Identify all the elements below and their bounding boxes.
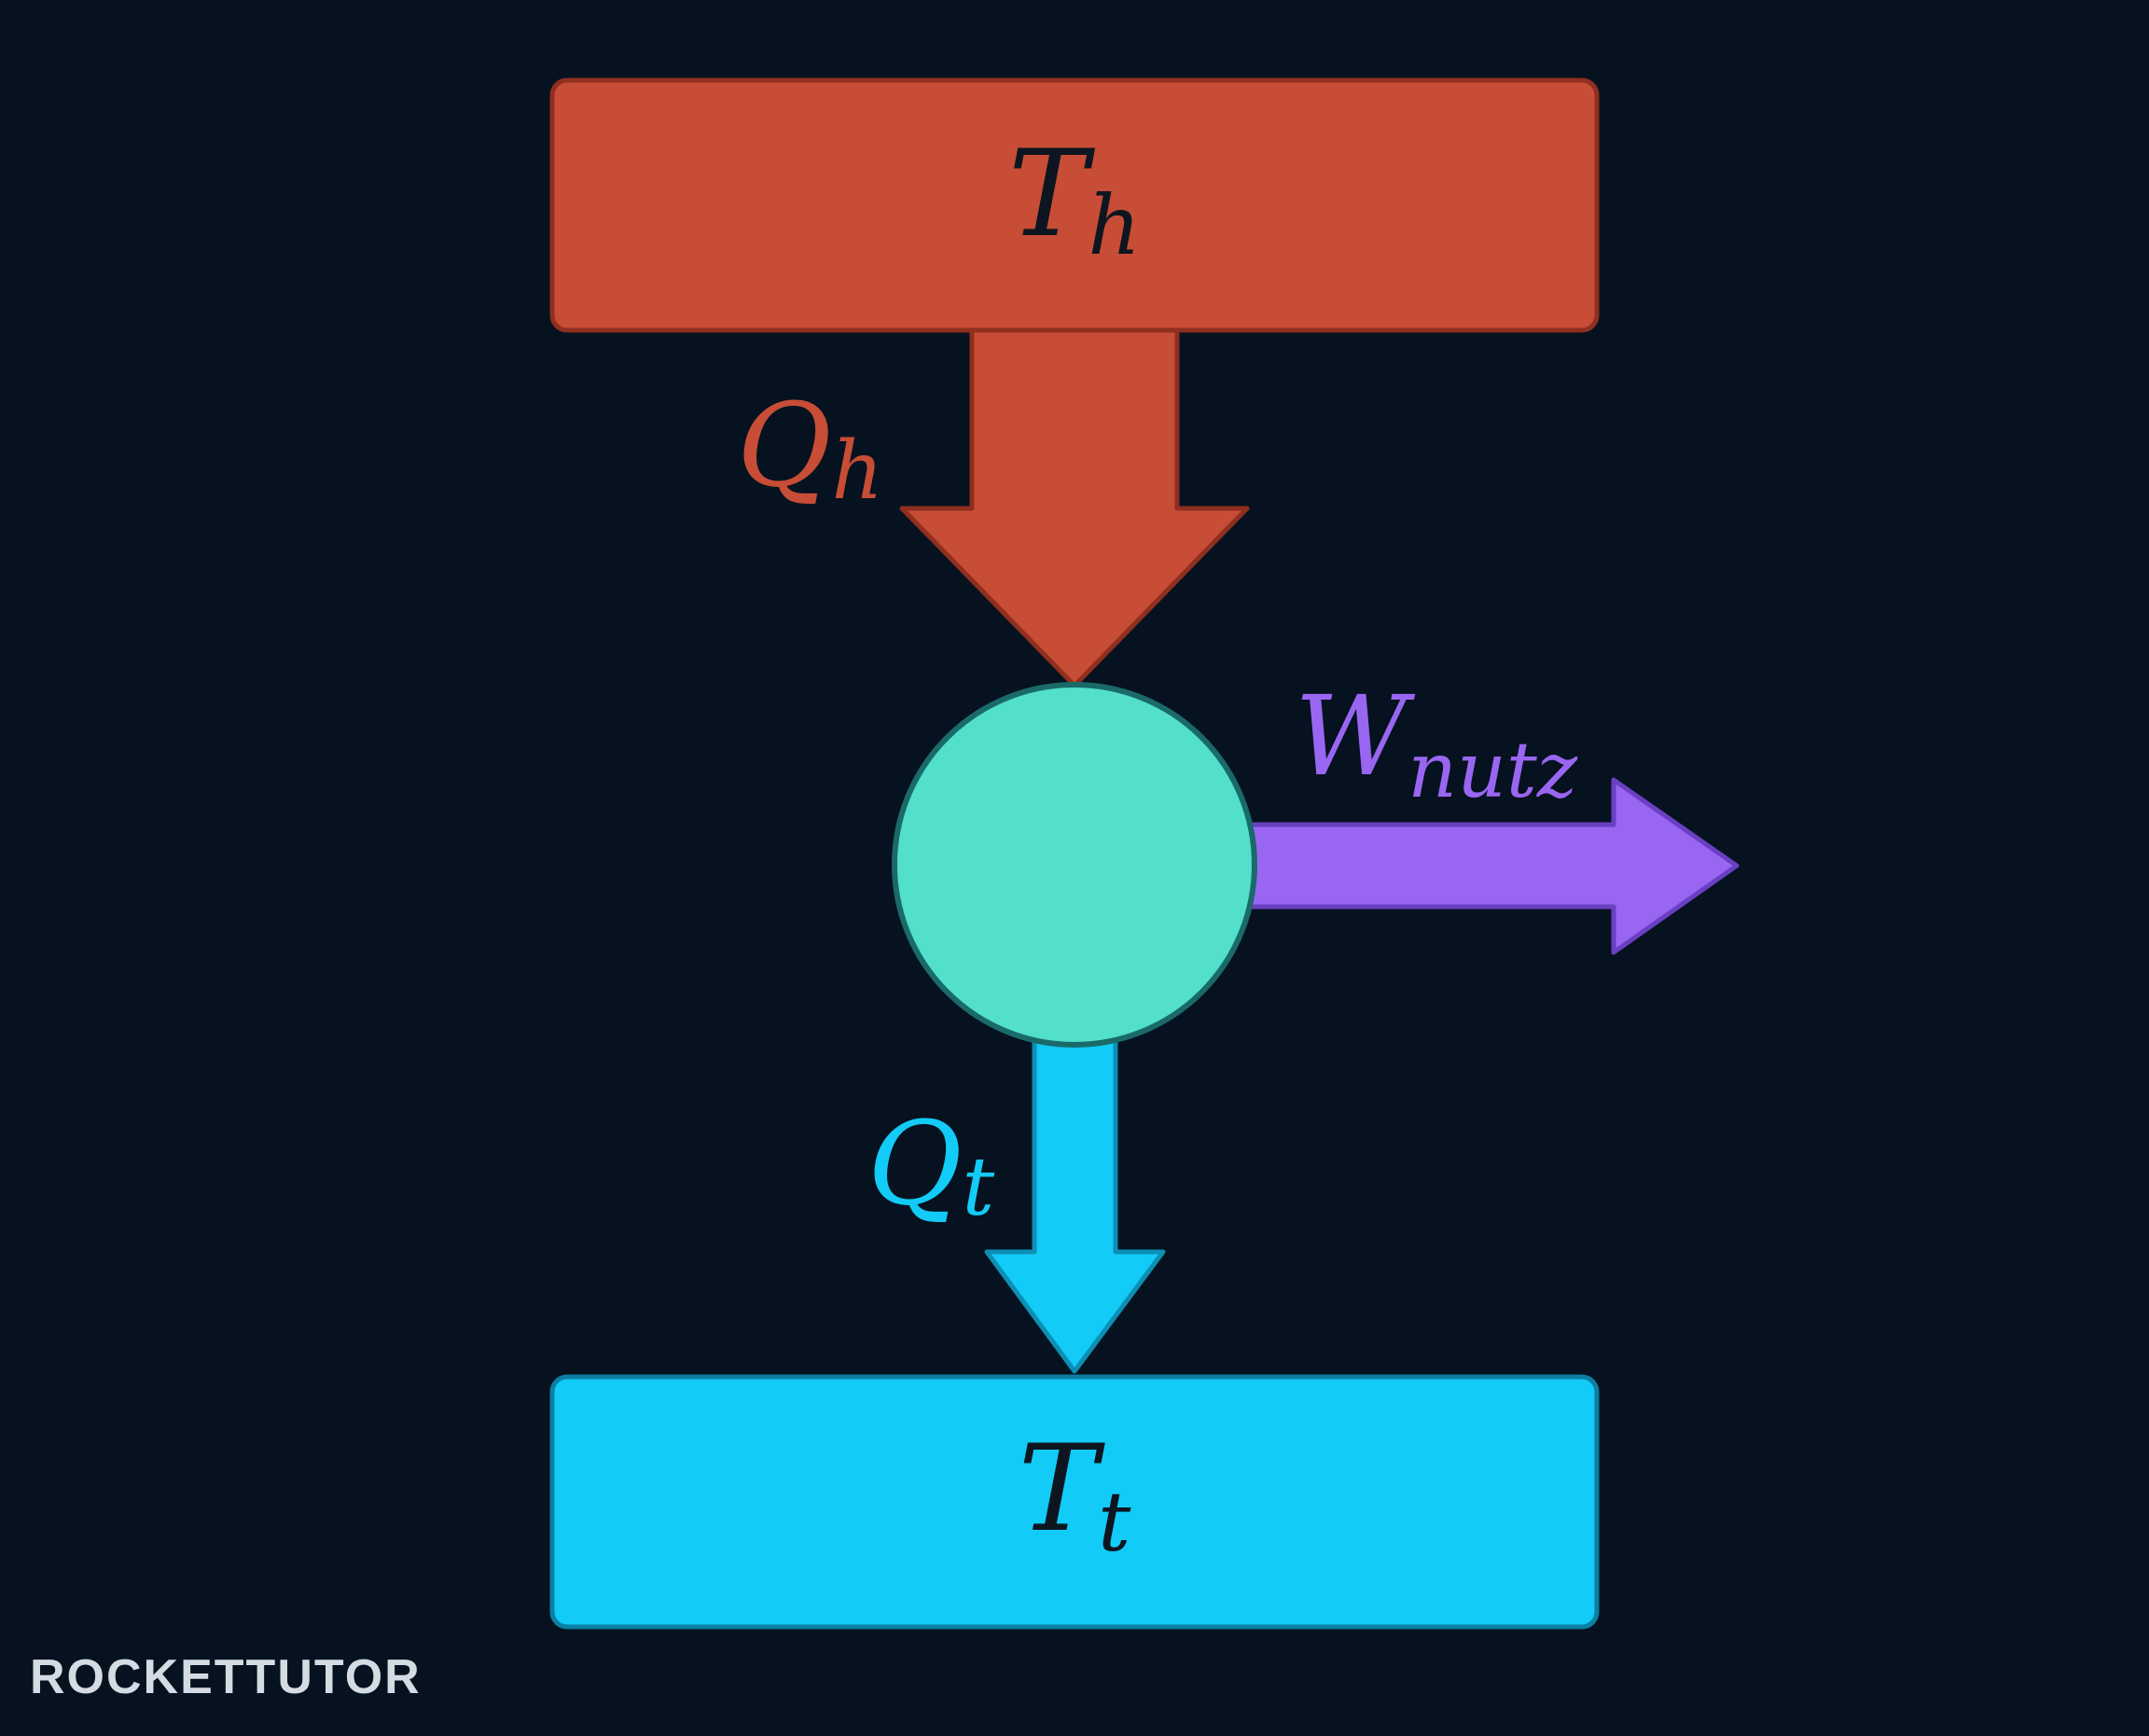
hot-reservoir-subscript: h — [1088, 177, 1141, 273]
cold-reservoir-label: Tt — [1019, 1420, 1131, 1570]
heat-out-label: Qt — [867, 1097, 995, 1234]
work-out-label: Wnutz — [1295, 672, 1578, 815]
heat-in-symbol: Q — [737, 379, 832, 513]
cold-reservoir-box — [549, 1374, 1600, 1630]
heat-out-symbol: Q — [867, 1097, 963, 1231]
hot-reservoir-symbol: T — [1008, 125, 1096, 264]
heat-out-subscript: t — [963, 1141, 995, 1234]
work-out-symbol: W — [1295, 672, 1416, 800]
hot-reservoir-label: Th — [1008, 125, 1141, 273]
heat-in-subscript: h — [832, 424, 883, 518]
work-out-arrow — [1242, 777, 1740, 955]
heat-in-label: Qh — [737, 379, 883, 518]
engine-circle — [892, 682, 1257, 1048]
heat-in-arrow — [899, 327, 1250, 688]
cold-reservoir-subscript: t — [1098, 1474, 1131, 1570]
work-out-subscript: nutz — [1407, 727, 1578, 815]
rockettutor-logo: ROCKETTUTOR — [30, 1650, 422, 1704]
heat-out-arrow — [984, 1035, 1166, 1374]
cold-reservoir-symbol: T — [1019, 1420, 1106, 1559]
